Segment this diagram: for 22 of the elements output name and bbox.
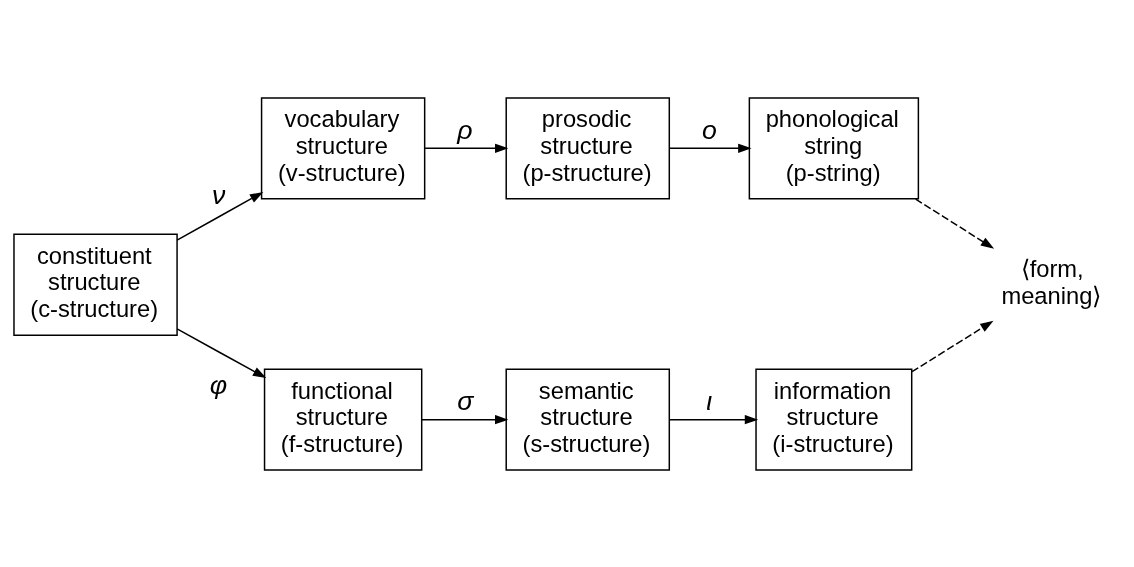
edge-label: ι bbox=[706, 385, 713, 416]
arrow bbox=[424, 143, 509, 153]
arrow bbox=[668, 414, 759, 424]
node-box: functional structure (f-structure) bbox=[263, 368, 423, 471]
edge-label: σ bbox=[457, 385, 474, 416]
arrow bbox=[421, 414, 509, 424]
arrow bbox=[911, 320, 994, 372]
arrow bbox=[668, 143, 752, 153]
node-box: vocabulary structure (v-structure) bbox=[260, 96, 426, 199]
arrow bbox=[914, 197, 995, 249]
node-box: semantic structure (s-structure) bbox=[505, 368, 671, 471]
edge-label: ο bbox=[701, 114, 717, 145]
node-box: phonological string (p-string) bbox=[748, 96, 920, 199]
edge-label: φ bbox=[209, 369, 228, 400]
node-box: prosodic structure (p-structure) bbox=[505, 96, 671, 199]
arrow bbox=[176, 327, 267, 378]
arrow bbox=[176, 191, 264, 241]
node-box: information structure (i-structure) bbox=[755, 368, 913, 471]
edge-label: ν bbox=[211, 179, 226, 210]
node-box: constituent structure (c-structure) bbox=[13, 233, 178, 336]
node-text: ⟨form, meaning⟩ bbox=[1001, 255, 1102, 309]
edge-label: ρ bbox=[457, 114, 473, 145]
